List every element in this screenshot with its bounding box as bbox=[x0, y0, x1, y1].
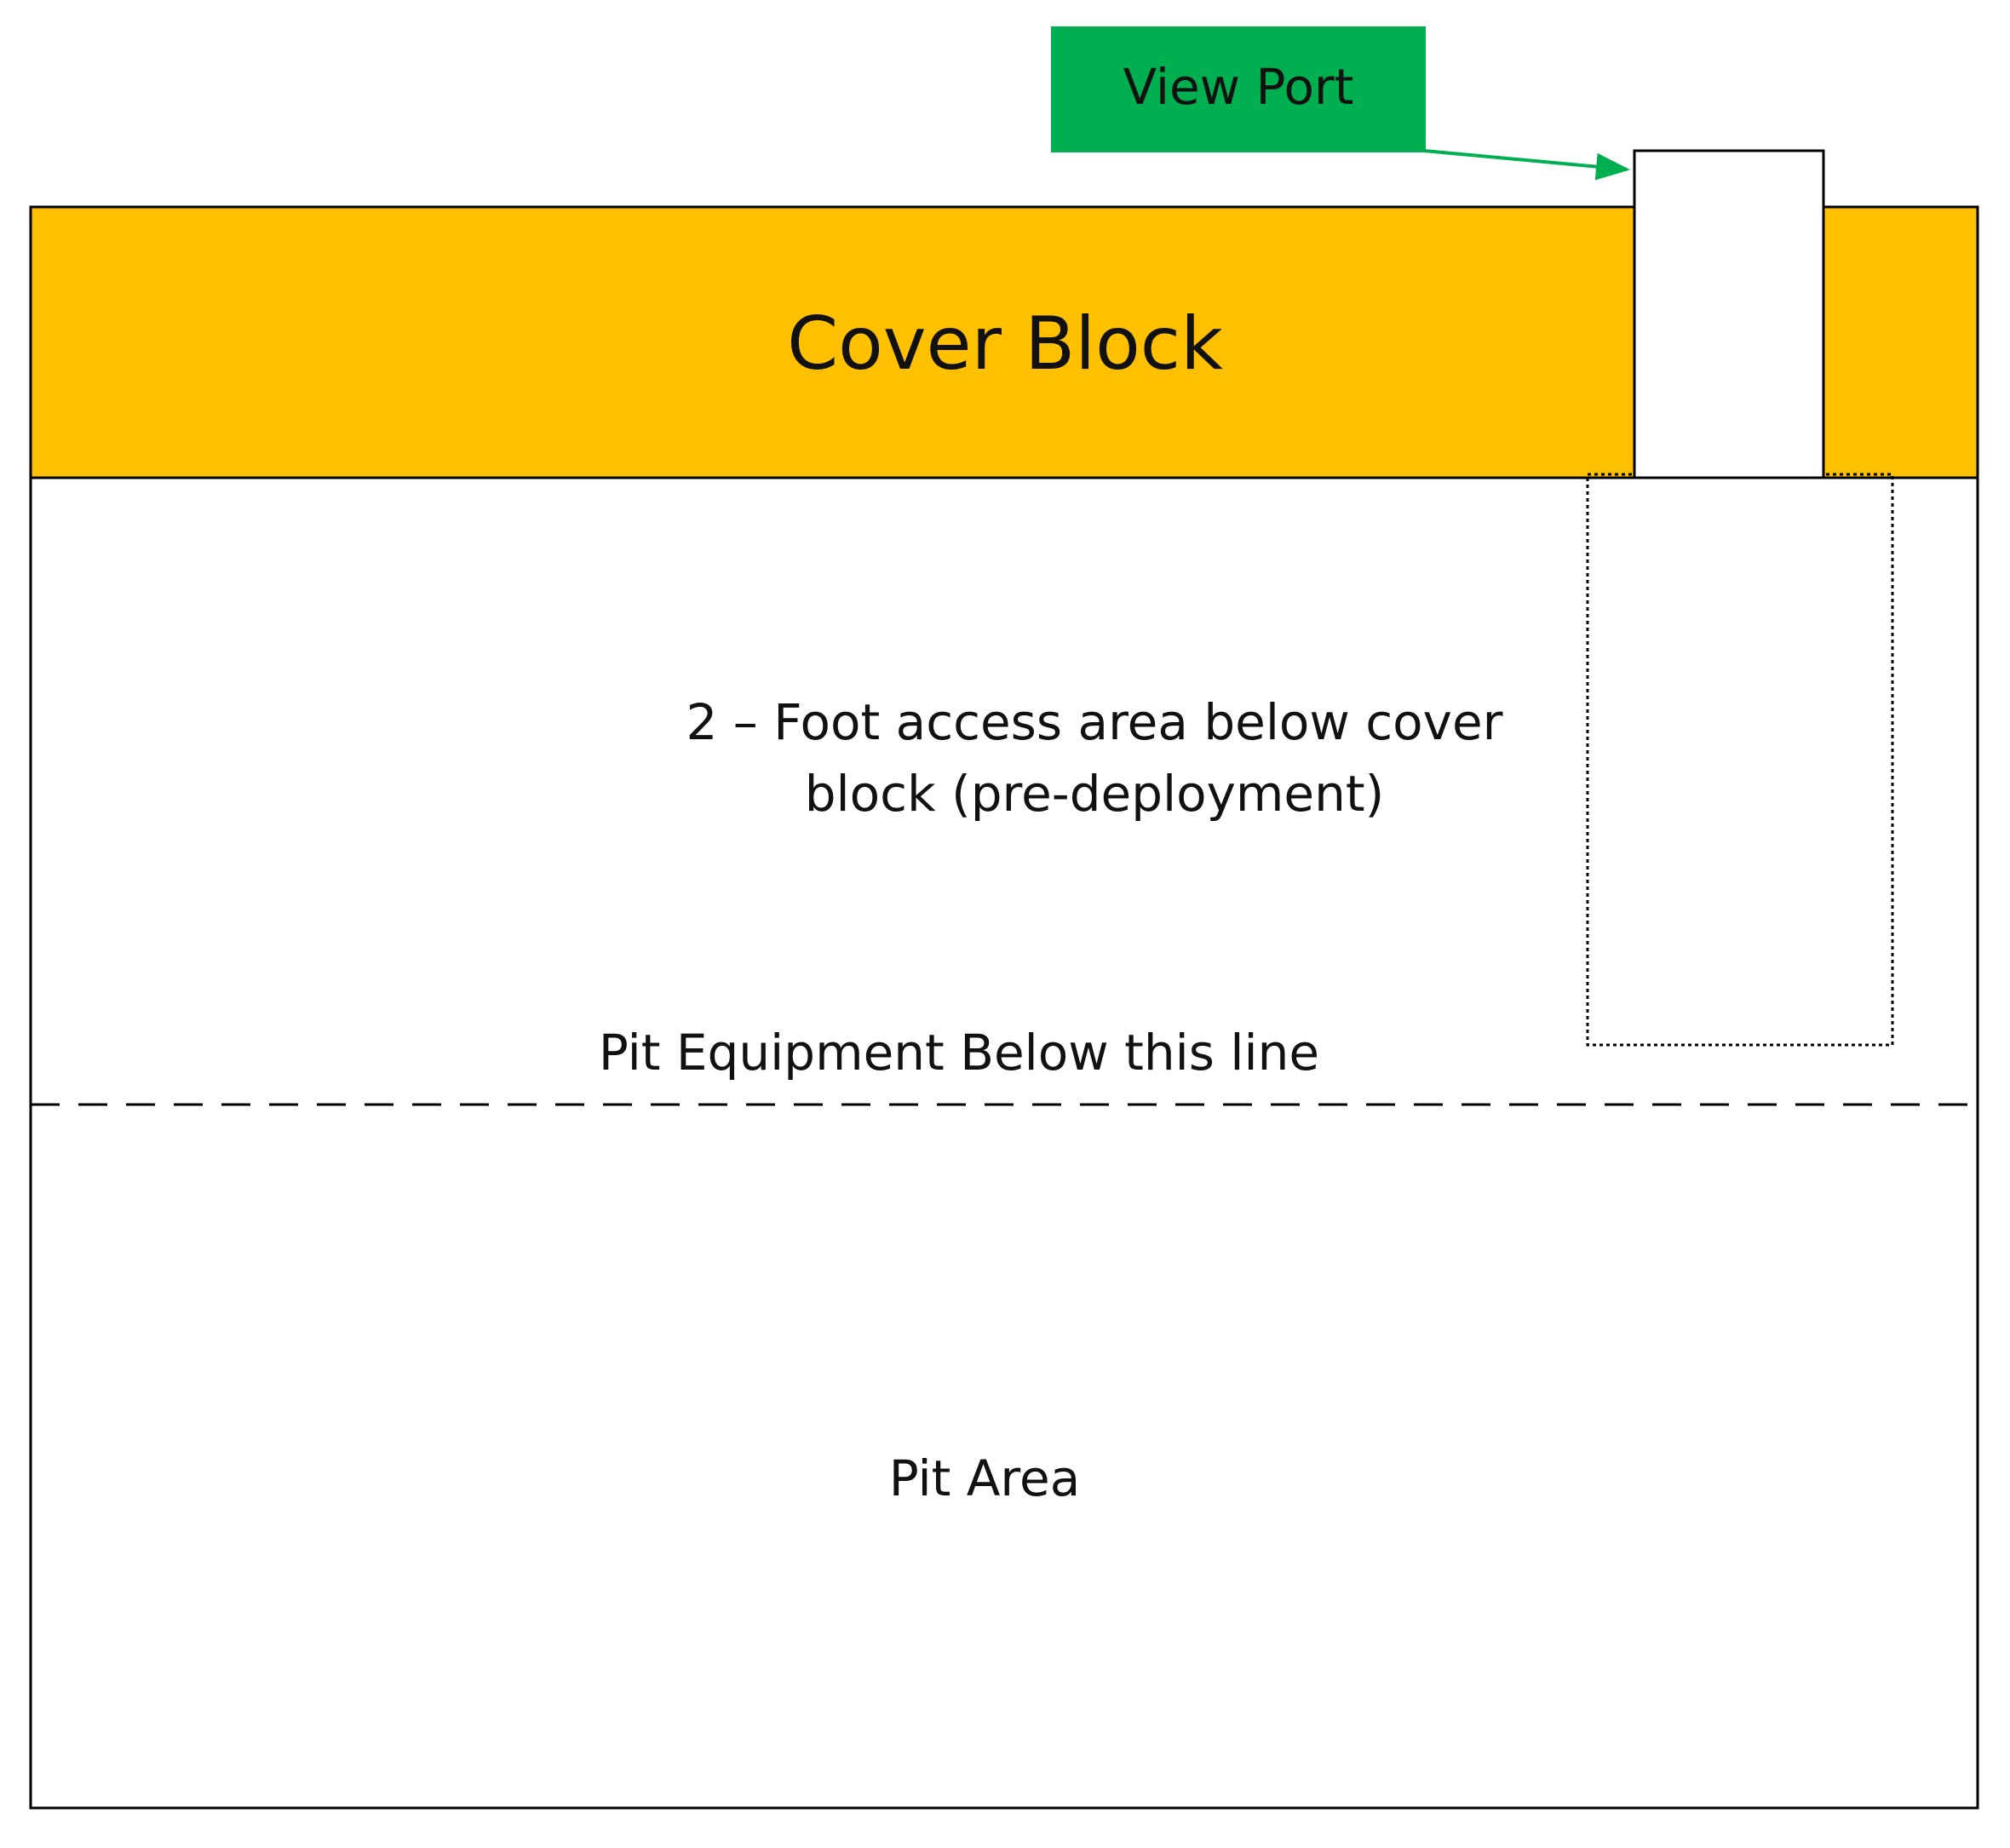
view-port-label-box bbox=[1051, 26, 1426, 152]
pit-area-label: Pit Area bbox=[889, 1449, 1080, 1507]
view-port-arrow bbox=[1423, 149, 1630, 181]
cover-block-label: Cover Block bbox=[787, 301, 1223, 387]
view-port-label: View Port bbox=[1123, 58, 1353, 116]
view-port-box bbox=[1633, 149, 1825, 479]
pit-equipment-label: Pit Equipment Below this line bbox=[599, 1024, 1319, 1082]
access-area-label-line1: 2 – Foot access area below cover bbox=[686, 693, 1502, 751]
access-area-label-line2: block (pre-deployment) bbox=[805, 765, 1385, 823]
